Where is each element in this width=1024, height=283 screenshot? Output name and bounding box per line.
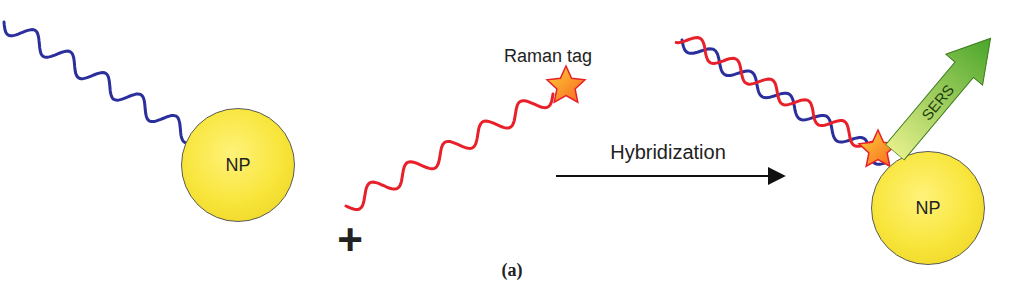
node-label: NP bbox=[225, 155, 250, 176]
tag-label: Raman tag bbox=[504, 46, 592, 67]
dna-strand bbox=[676, 38, 882, 147]
nanoparticle: NP bbox=[181, 108, 295, 222]
dna-strand bbox=[4, 22, 198, 143]
nanoparticle: NP bbox=[871, 151, 985, 265]
node-label: NP bbox=[915, 198, 940, 219]
dna-strand bbox=[346, 94, 553, 210]
sers-arrow: SERS bbox=[876, 21, 1011, 168]
reaction-label: Hybridization bbox=[610, 141, 726, 164]
raman-tag-star bbox=[547, 66, 585, 102]
plus-sign: + bbox=[337, 215, 363, 265]
reaction-arrow bbox=[556, 175, 784, 177]
caption: (a) bbox=[502, 260, 523, 281]
